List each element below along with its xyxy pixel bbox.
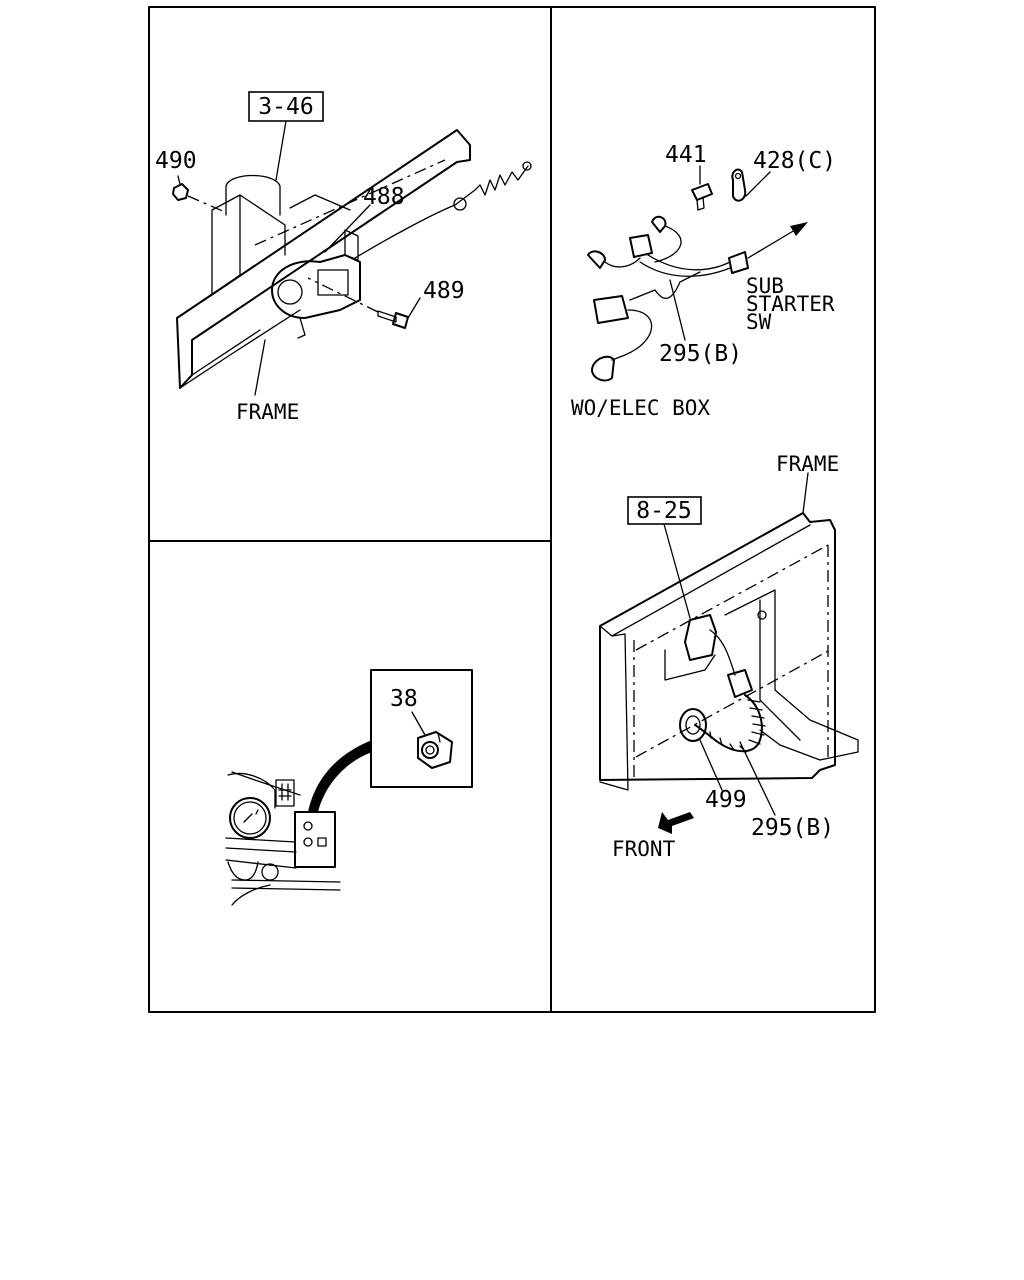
grommet-499-icon[interactable]: [679, 708, 707, 742]
label-490: 490: [155, 148, 197, 174]
label-295b-bottom: 295(B): [751, 815, 834, 841]
coiled-harness-icon[interactable]: [694, 669, 766, 753]
ref-box-8-25[interactable]: 8-25: [627, 496, 702, 525]
ref-box-3-46[interactable]: 3-46: [248, 91, 324, 122]
label-sw: SW: [746, 310, 772, 334]
bracket-icon: [211, 194, 351, 296]
label-488: 488: [363, 184, 405, 210]
label-489: 489: [423, 278, 465, 304]
caption-wo-elec-box: WO/ELEC BOX: [571, 396, 710, 420]
nut-38-icon: [417, 731, 453, 769]
label-frame-bottom: FRAME: [776, 452, 839, 476]
bolt-489-icon[interactable]: [377, 310, 409, 329]
label-441: 441: [665, 142, 707, 168]
label-499: 499: [705, 787, 747, 813]
panel-top-left: 3-46: [155, 91, 532, 424]
frame-rail-icon: [176, 129, 471, 389]
sheet-border: [148, 6, 876, 1013]
tank-icon: [225, 174, 281, 216]
label-295b-top: 295(B): [659, 341, 742, 367]
inset-box-38[interactable]: 38: [370, 669, 473, 788]
label-sub: SUB: [746, 274, 784, 298]
frame-rail-bottom-icon: [599, 512, 859, 791]
valve-488-icon[interactable]: [271, 229, 361, 339]
ref-label-3-46: 3-46: [258, 94, 313, 120]
cable-spring-icon: [354, 161, 532, 259]
clip-428c-icon[interactable]: [731, 168, 747, 202]
label-38: 38: [390, 686, 418, 712]
panel-top-right: 441 428(C) SUB STARTER SW 295(B) WO/ELEC…: [571, 142, 836, 420]
label-starter: STARTER: [746, 292, 835, 316]
bolt-441-icon[interactable]: [691, 183, 713, 211]
callout-swoosh-icon: [308, 740, 372, 812]
panel-bottom-left: 38: [225, 669, 473, 906]
nut-490-icon[interactable]: [172, 183, 189, 201]
front-arrow-icon: [658, 812, 694, 834]
label-428c: 428(C): [753, 148, 836, 174]
ref-label-8-25: 8-25: [636, 498, 691, 524]
switch-icon[interactable]: [664, 614, 736, 681]
label-frame-top: FRAME: [236, 400, 299, 424]
label-front: FRONT: [612, 837, 676, 861]
wiring-harness-icon[interactable]: [587, 215, 749, 382]
dashboard-sketch-icon: [225, 771, 341, 906]
panel-bottom-right: 8-25 FRAME 499 295(B) FRONT: [599, 452, 859, 861]
